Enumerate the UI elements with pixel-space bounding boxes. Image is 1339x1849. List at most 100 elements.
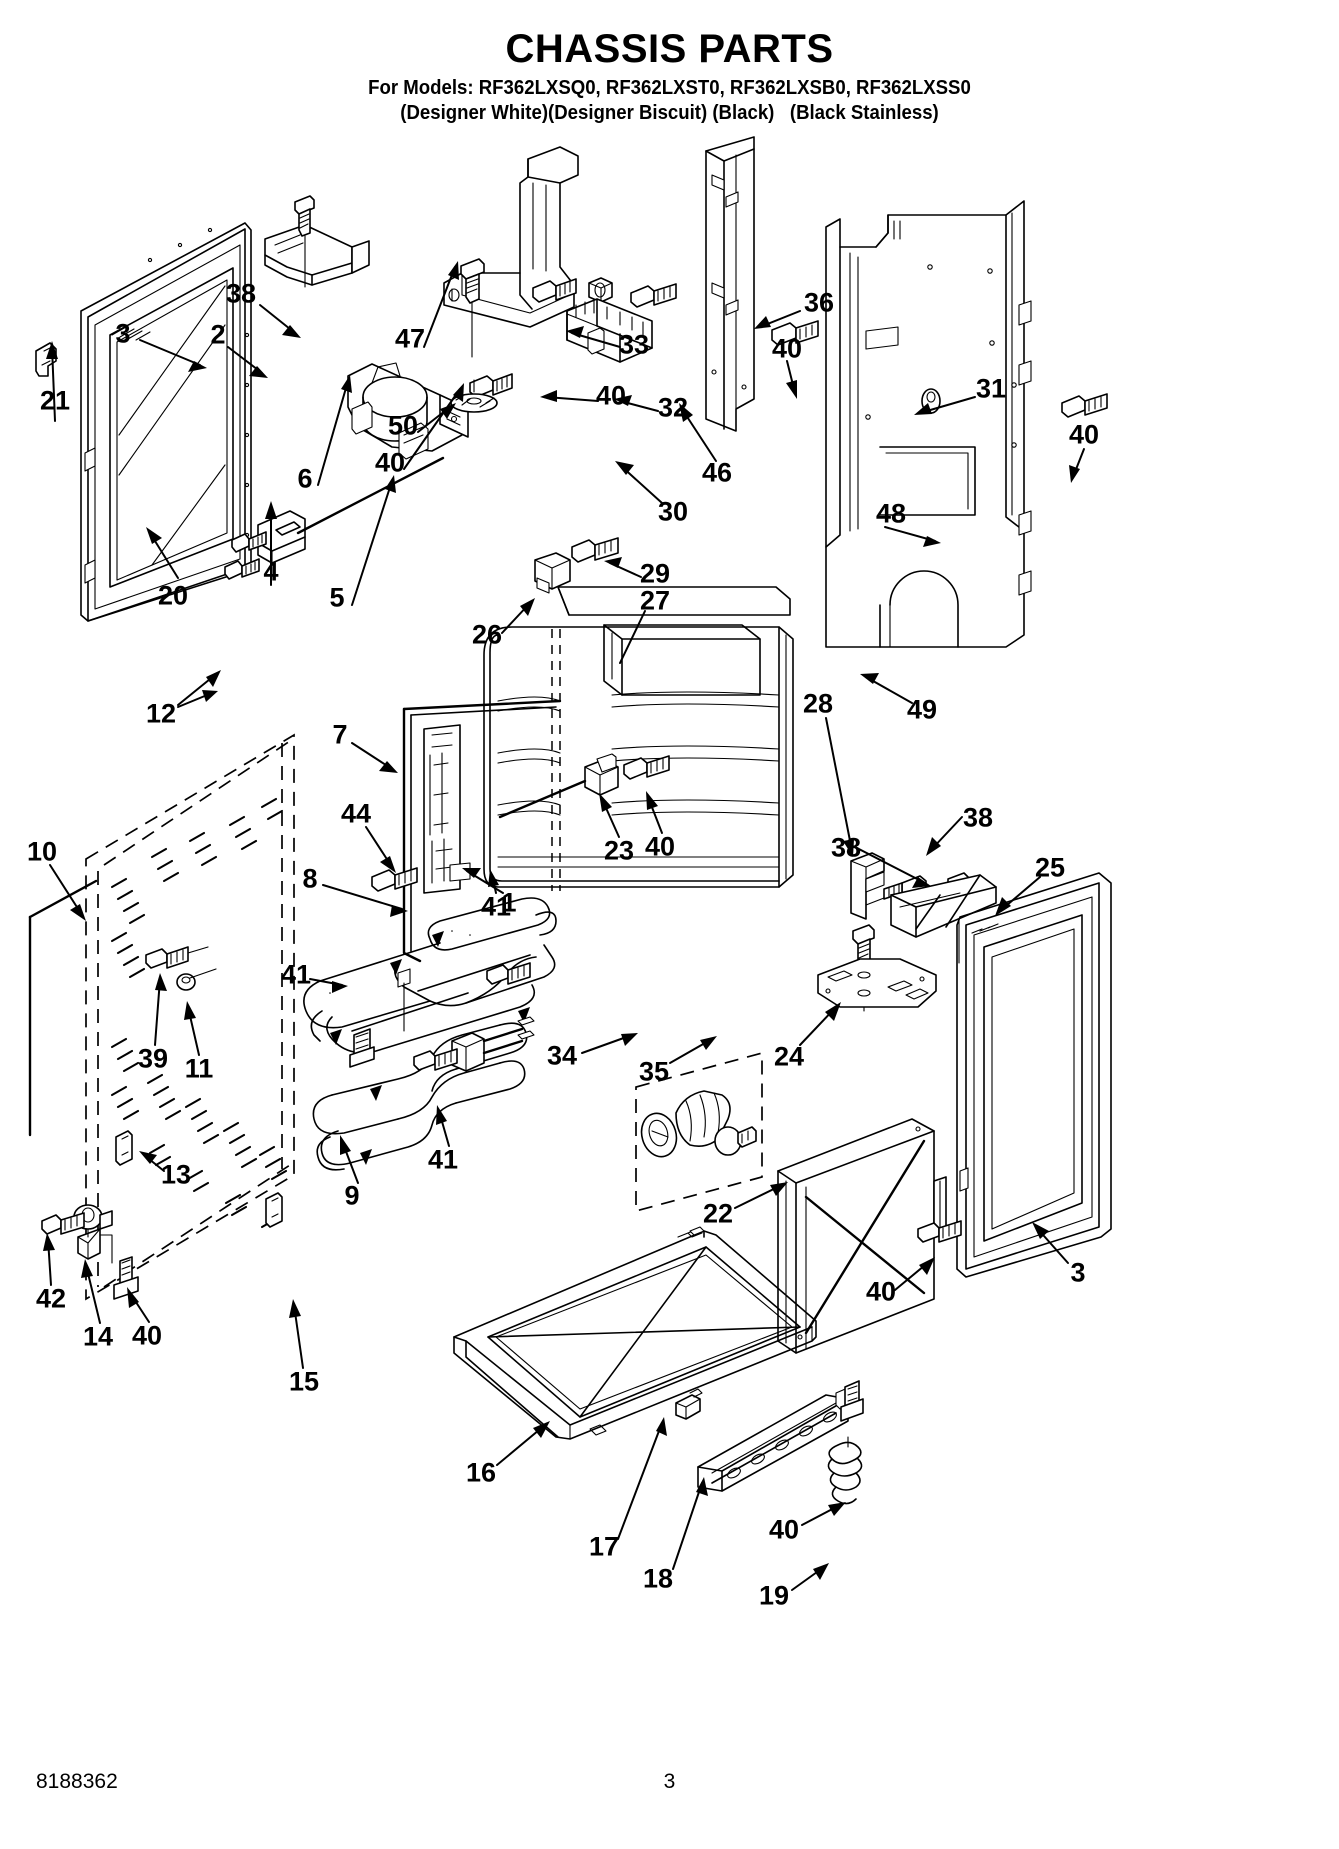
anti-tip-plate-part-24: [817, 958, 937, 1008]
drawer-bottom-part-16: [453, 1226, 817, 1440]
callout-50: 50: [387, 410, 419, 441]
diagram-header: CHASSIS PARTS For Models: RF362LXSQ0, RF…: [0, 28, 1339, 126]
callout-28: 28: [802, 688, 834, 719]
models-line: For Models: RF362LXSQ0, RF362LXST0, RF36…: [368, 77, 971, 99]
callout-30: 30: [657, 496, 689, 527]
callout-26: 26: [471, 619, 503, 650]
exploded-view-drawing: [0, 135, 1339, 1710]
callout-41-b: 41: [280, 959, 312, 990]
ground-clip-part-28: [850, 852, 885, 920]
screw-part-40-rail: [840, 1380, 864, 1422]
callout-29: 29: [639, 558, 671, 589]
callout-19: 19: [758, 1580, 790, 1611]
callout-38-c: 38: [830, 832, 862, 863]
callout-7: 7: [332, 719, 348, 750]
callout-40-motor: 40: [374, 447, 406, 478]
footer-page-number: 3: [663, 1770, 676, 1793]
drawer-spring-part-19: [827, 1436, 863, 1505]
callout-40-d: 40: [1068, 419, 1100, 450]
screw-part-40-sensor: [623, 755, 670, 780]
nut-part-32: [588, 277, 613, 303]
drawing-canvas: [28, 136, 1112, 1591]
callout-9: 9: [344, 1180, 360, 1211]
callout-11: 11: [184, 1053, 214, 1084]
callout-32: 32: [657, 392, 689, 423]
oven-cavity-part-1: [402, 586, 794, 963]
callout-3-door: 3: [115, 318, 131, 349]
callout-27: 27: [639, 585, 671, 616]
callout-40-b: 40: [595, 380, 627, 411]
door-gasket-part-25: [956, 872, 1112, 1278]
screw-part-40-leg: [113, 1256, 139, 1300]
bake-element-part-9: [310, 930, 535, 1171]
callout-16: 16: [465, 1457, 497, 1488]
callout-47: 47: [394, 323, 426, 354]
callout-3-gasket: 3: [1070, 1257, 1086, 1288]
latch-rod-part-5: [296, 456, 445, 535]
callout-10: 10: [26, 836, 58, 867]
leader-lines: [43, 261, 1085, 1591]
callout-18: 18: [642, 1563, 674, 1594]
callout-4: 4: [263, 556, 279, 587]
callout-2: 2: [210, 319, 226, 350]
bushing-part-11: [176, 968, 217, 991]
callout-44: 44: [340, 798, 372, 829]
footer-part-number: 8188362: [36, 1770, 118, 1793]
screw-part-40-shield: [771, 320, 819, 346]
screw-part-39: [145, 946, 209, 969]
callout-20: 20: [157, 580, 189, 611]
insulation-wrap-part-10: [28, 733, 295, 1301]
callout-40-h: 40: [768, 1514, 800, 1545]
callout-6: 6: [297, 463, 313, 494]
screw-part-40-bracket33: [532, 278, 577, 303]
callout-40-c: 40: [771, 333, 803, 364]
screw-part-38-top: [294, 195, 315, 288]
callout-24: 24: [773, 1041, 805, 1072]
screw-part-44: [371, 867, 418, 892]
callout-12: 12: [145, 698, 177, 729]
screw-part-47: [460, 258, 485, 358]
drawer-rail-part-18: [697, 1386, 855, 1492]
side-shield-part-36: [705, 136, 755, 432]
rear-panel-part-31: [825, 200, 1032, 648]
callout-21: 21: [39, 385, 71, 416]
oven-lamp-assembly-part-35: [635, 1051, 763, 1213]
callout-5: 5: [329, 582, 345, 613]
callout-13: 13: [160, 1159, 192, 1190]
callout-34: 34: [546, 1040, 578, 1071]
oven-sensor-part-26: [534, 552, 571, 594]
callout-48: 48: [875, 498, 907, 529]
callout-42: 42: [35, 1283, 67, 1314]
callout-23: 23: [603, 835, 635, 866]
callout-49: 49: [906, 694, 938, 725]
finishes-line: (Designer White)(Designer Biscuit) (Blac…: [400, 102, 939, 125]
callout-22: 22: [702, 1198, 734, 1229]
screw-part-40-rear: [1061, 393, 1108, 418]
callout-33: 33: [618, 329, 650, 360]
terminal-block-part-30: [566, 298, 653, 363]
support-plate-part-25-bracket: [890, 874, 997, 938]
sensor-bracket-part-23: [498, 753, 619, 819]
screw-part-41-broil-left: [349, 1028, 375, 1068]
screw-part-41-broil-right: [486, 962, 531, 985]
callout-1: 1: [501, 887, 517, 918]
callout-14: 14: [82, 1321, 114, 1352]
callout-41-a: 41: [480, 891, 512, 922]
callout-36: 36: [803, 287, 835, 318]
callout-40-e: 40: [644, 831, 676, 862]
screw-part-41-bake: [413, 1048, 458, 1071]
callout-17: 17: [588, 1531, 620, 1562]
callout-25: 25: [1034, 852, 1066, 883]
support-bracket-part-33: [443, 146, 579, 328]
callout-31: 31: [975, 373, 1007, 404]
screw-part-40-motor: [469, 373, 513, 398]
callout-40-f: 40: [131, 1320, 163, 1351]
screw-part-42: [41, 1212, 85, 1235]
broil-element-part-8: [303, 897, 557, 1054]
callout-35: 35: [638, 1056, 670, 1087]
callout-38-b: 38: [962, 802, 994, 833]
callout-46: 46: [701, 457, 733, 488]
screw-part-29: [571, 537, 619, 563]
callout-15: 15: [288, 1366, 320, 1397]
page-footer: 8188362 3: [0, 1770, 1339, 1810]
